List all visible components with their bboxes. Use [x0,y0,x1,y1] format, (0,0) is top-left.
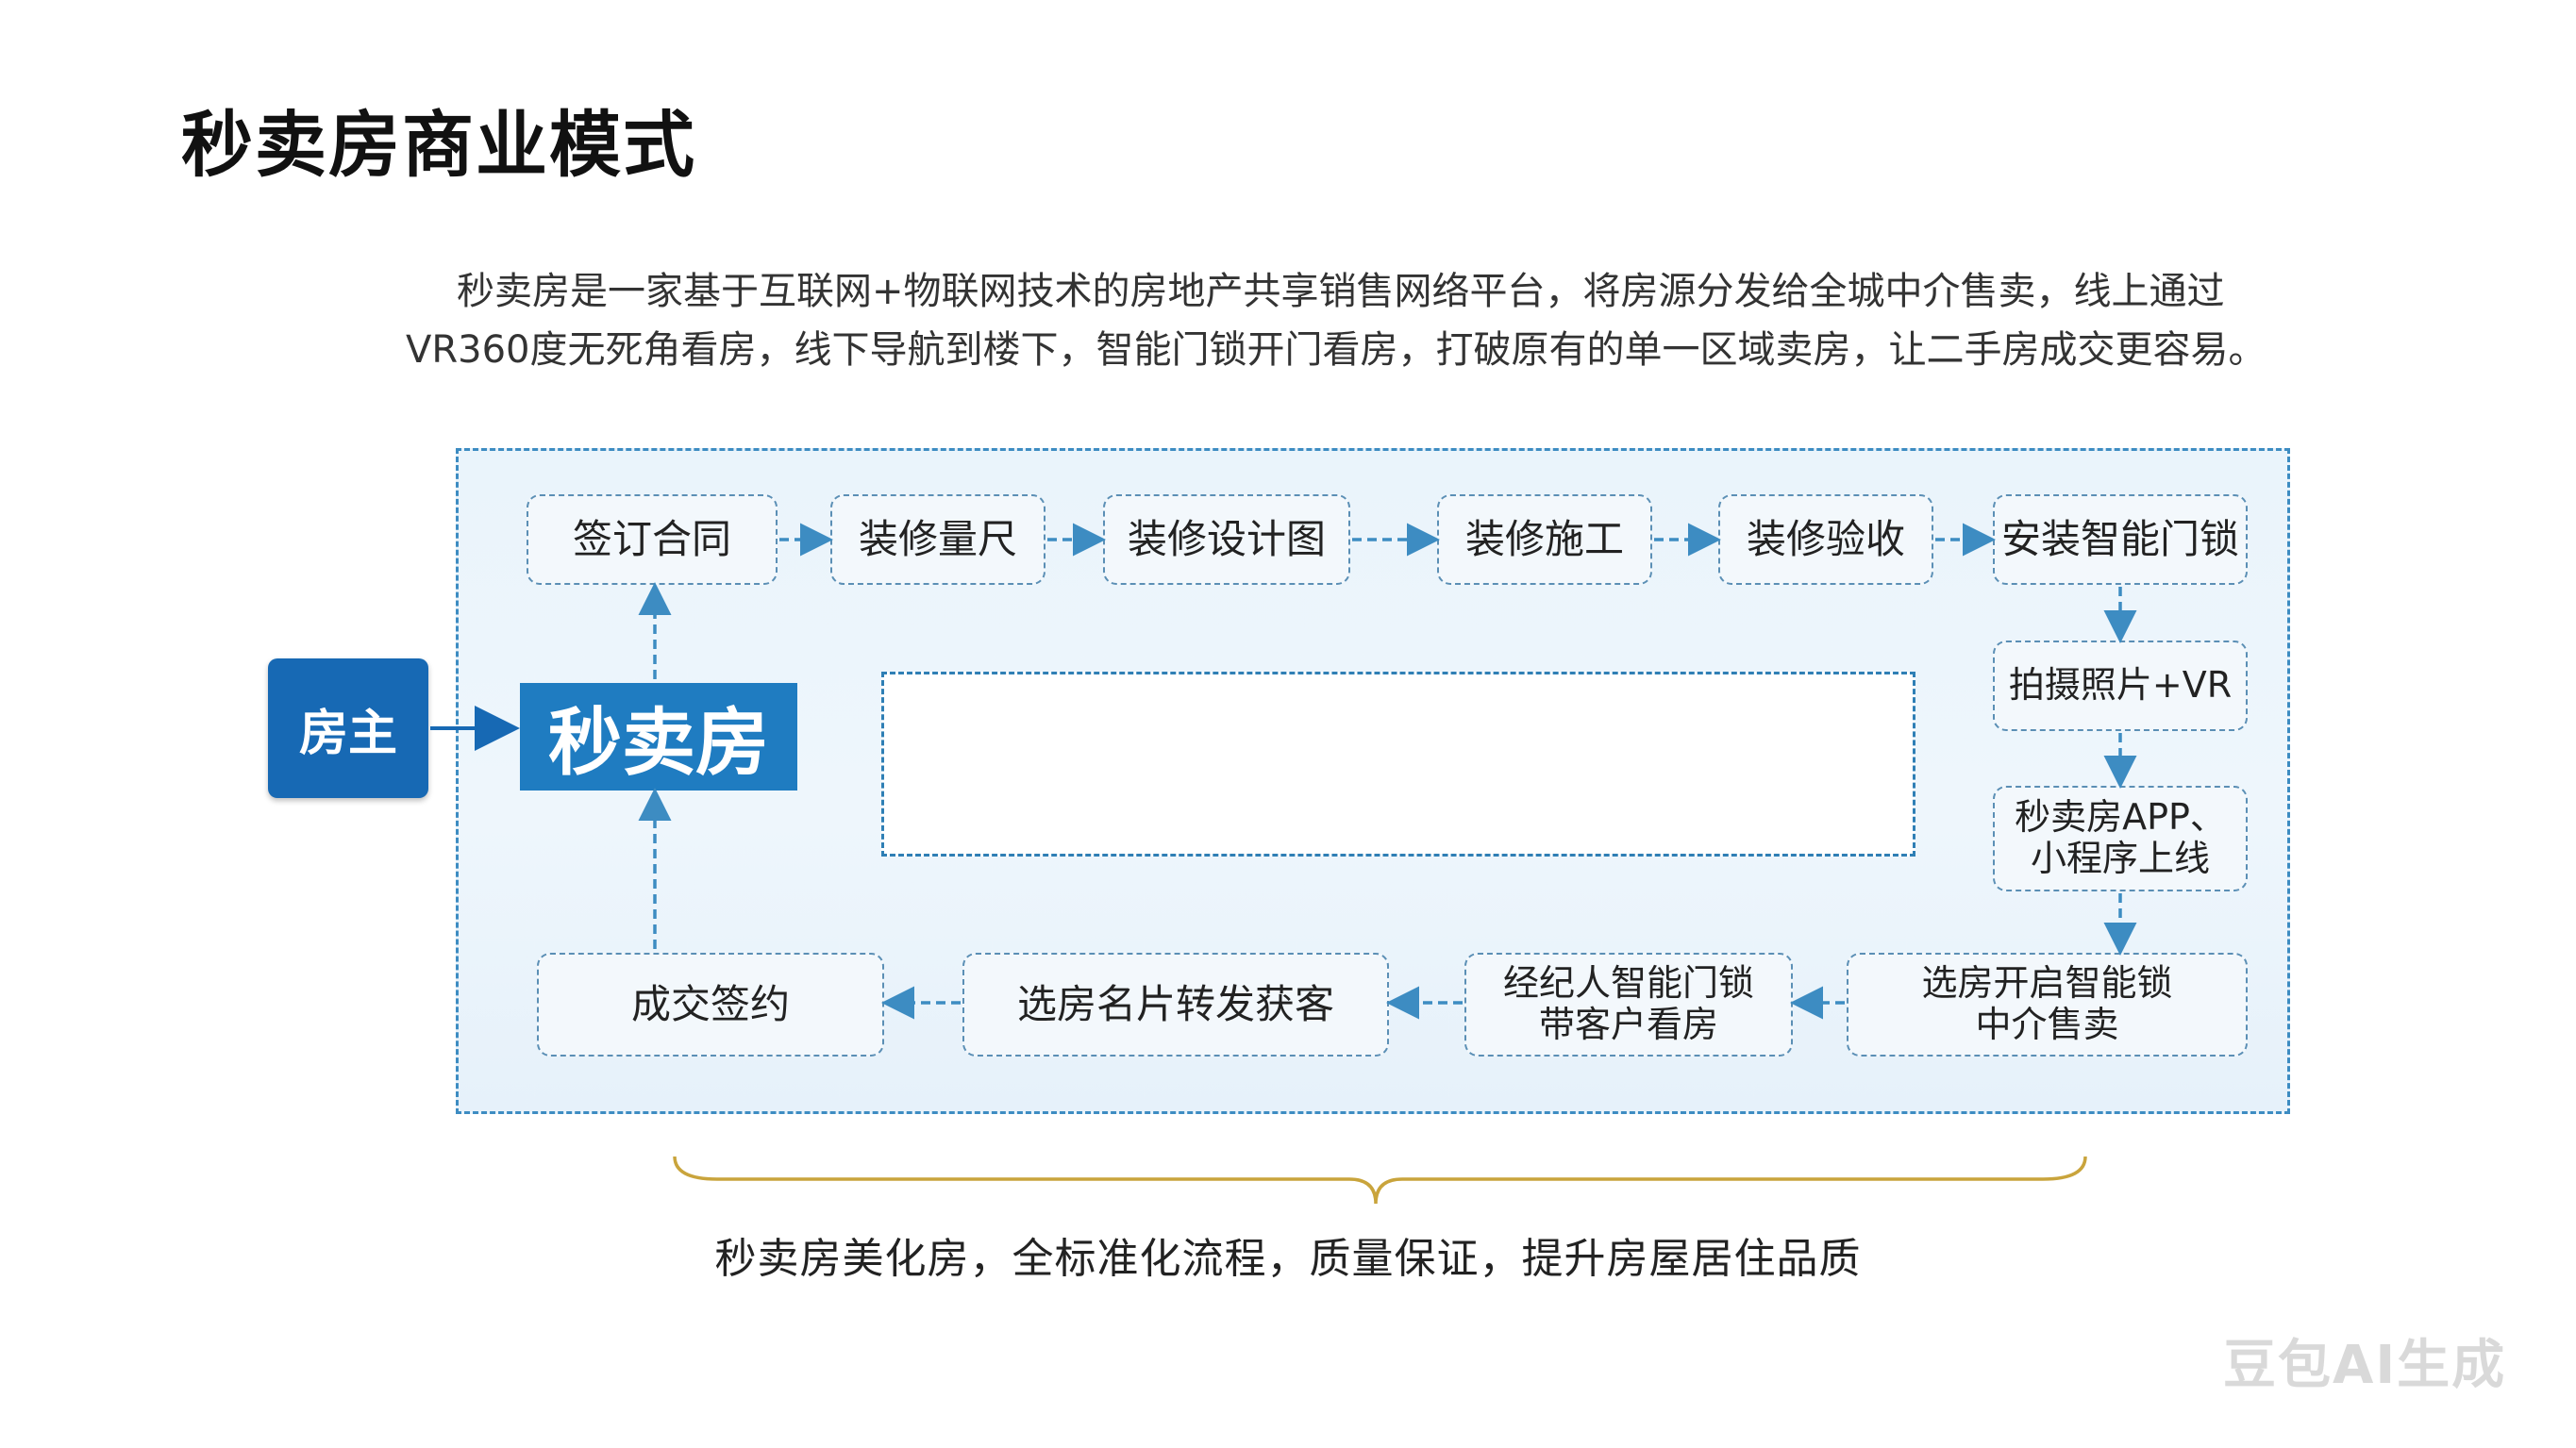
watermark: 豆包AI生成 [2223,1335,2507,1396]
summary-brace [673,1156,2087,1205]
intro-line-1: 秒卖房是一家基于互联网+物联网技术的房地产共享销售网络平台，将房源分发给全城中介… [457,270,2225,313]
step-install-lock: 安装智能门锁 [1993,494,2248,585]
intro-line-2: VR360度无死角看房，线下导航到楼下，智能门锁开门看房，打破原有的单一区域卖房… [406,328,2267,372]
step-agent-sale: 选房开启智能锁 中介售卖 [1847,953,2248,1057]
summary-text: 秒卖房美化房，全标准化流程，质量保证，提升房屋居住品质 [714,1235,1862,1283]
owner-box: 房主 [268,658,428,798]
step-online-line2: 小程序上线 [2030,838,2210,879]
step-construction: 装修施工 [1437,494,1652,585]
step-online-line1: 秒卖房APP、 [2015,796,2226,839]
step-deal: 成交签约 [537,953,884,1057]
brand-box: 秒卖房 [520,683,797,791]
page-title: 秒卖房商业模式 [181,103,696,187]
step-online: 秒卖房APP、 小程序上线 [1993,786,2248,891]
step-agent-showing: 经纪人智能门锁 带客户看房 [1464,953,1793,1057]
center-panel [881,672,1915,857]
step-sign-contract: 签订合同 [527,494,778,585]
step-measure: 装修量尺 [830,494,1045,585]
step-design: 装修设计图 [1103,494,1350,585]
step-agent-showing-line1: 经纪人智能门锁 [1502,962,1754,1005]
step-agent-sale-line2: 中介售卖 [1975,1004,2119,1045]
step-share-card: 选房名片转发获客 [962,953,1389,1057]
step-agent-showing-line2: 带客户看房 [1538,1004,1718,1045]
step-agent-sale-line1: 选房开启智能锁 [1921,962,2173,1005]
step-acceptance: 装修验收 [1718,494,1933,585]
